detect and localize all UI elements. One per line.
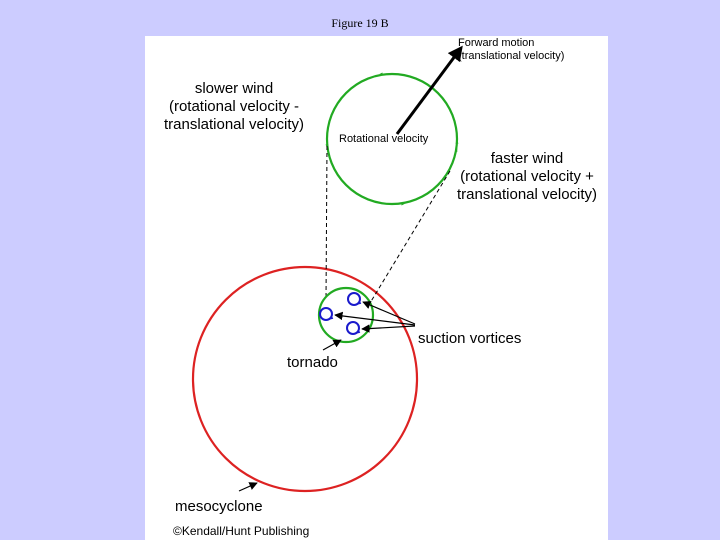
- slower-wind-line-2: (rotational velocity -: [168, 98, 300, 115]
- dashed-line-left: [325, 145, 328, 301]
- tornado-circle: [317, 286, 375, 344]
- faster-wind-line-3: translational velocity): [456, 186, 598, 203]
- forward-motion-arrow: [395, 45, 463, 135]
- suction-vortex-2: [319, 307, 334, 321]
- diagram-graphics: [191, 45, 463, 493]
- forward-motion-line-2: (translational velocity): [458, 50, 565, 62]
- slower-wind-label: slower wind (rotational velocity - trans…: [154, 80, 314, 134]
- faster-wind-label: faster wind (rotational velocity + trans…: [447, 150, 607, 204]
- slower-wind-line-3: translational velocity): [163, 116, 305, 133]
- mesocyclone-label: mesocyclone: [175, 498, 263, 515]
- forward-motion-line-1: Forward motion: [458, 37, 535, 49]
- rotational-velocity-label: Rotational velocity: [339, 133, 429, 145]
- slower-wind-line-1: slower wind: [194, 80, 274, 97]
- tornado-diagram: Forward motion (translational velocity) …: [145, 36, 608, 540]
- forward-motion-label: Forward motion (translational velocity): [458, 37, 564, 63]
- vortex-pointer-2: [334, 311, 416, 326]
- faster-wind-line-1: faster wind: [490, 150, 564, 167]
- tornado-label: tornado: [287, 354, 338, 371]
- copyright-label: ©Kendall/Hunt Publishing: [173, 524, 310, 538]
- page-title: Figure 19 B: [331, 16, 389, 30]
- suction-vortices-label: suction vortices: [418, 330, 522, 347]
- mesocyclone-pointer: [238, 482, 258, 492]
- mesocyclone-circle: [191, 265, 419, 493]
- vortex-pointer-1: [362, 301, 416, 325]
- suction-vortex-1: [347, 292, 362, 306]
- dashed-line-right: [366, 170, 451, 309]
- suction-vortex-3: [346, 321, 361, 335]
- tornado-pointer: [322, 339, 342, 351]
- vortex-pointer-3: [361, 324, 416, 333]
- faster-wind-line-2: (rotational velocity +: [460, 168, 594, 185]
